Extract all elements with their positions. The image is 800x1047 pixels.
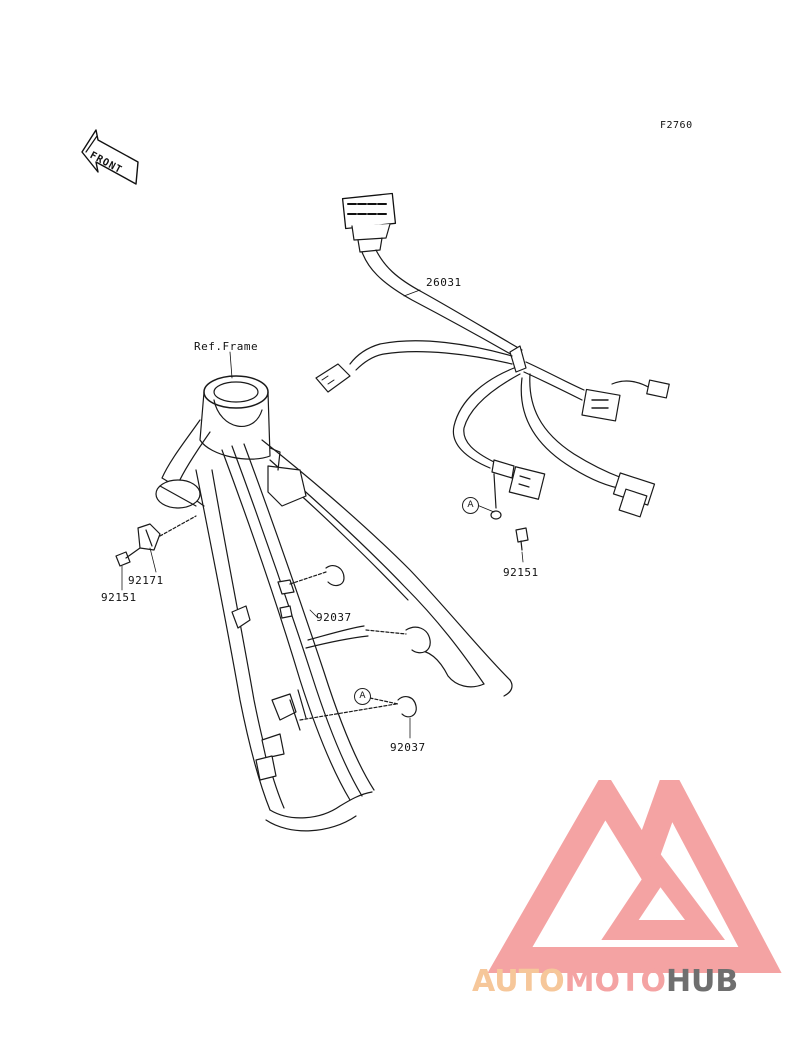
leader-ref-frame [229,351,233,379]
clamp-92171 [137,515,197,573]
clamp-92037-upper [289,565,431,654]
part-label-92037-lower: 92037 [390,741,426,754]
leader-26031 [403,289,421,297]
automotohub-logo-icon [487,780,782,973]
callout-a-frame: A [354,688,371,705]
part-label-92171: 92171 [128,574,164,587]
bolt-92151-left [115,547,141,591]
part-label-26031: 26031 [426,276,462,289]
part-label-92151-right: 92151 [503,566,539,579]
figure-code: F2760 [660,120,693,131]
motorcycle-frame [155,375,513,832]
leader-a-harness [476,504,495,513]
front-arrow-icon [81,129,139,185]
watermark-hub: HUB [665,964,739,999]
bolt-92151-right [515,527,529,563]
ref-frame-label: Ref.Frame [194,340,259,353]
watermark-auto: AUTO [472,964,565,999]
watermark-moto: MOTO [564,964,666,999]
callout-a-harness: A [462,497,479,514]
watermark-text: AUTOMOTOHUB [472,964,738,999]
clamp-92037-lower [299,696,417,739]
wiring-harness-26031 [315,192,670,520]
part-label-92151-left: 92151 [101,591,137,604]
part-label-92037-upper: 92037 [316,611,352,624]
